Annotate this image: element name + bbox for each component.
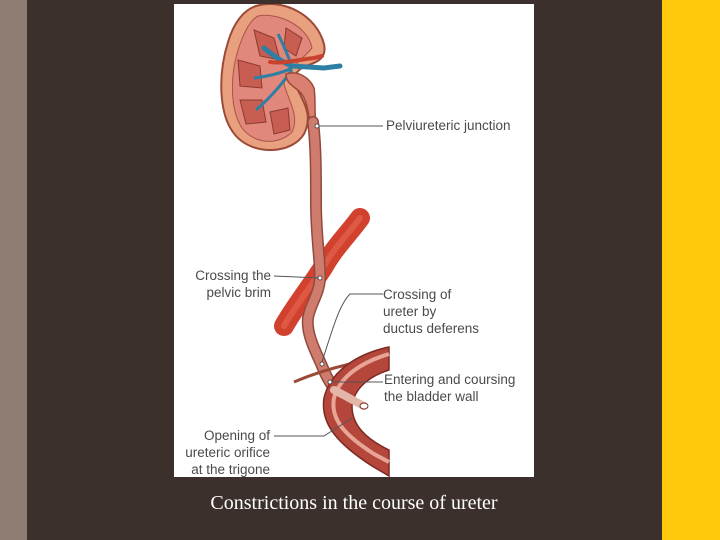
- label-opening-orifice-line3: at the trigone: [191, 462, 270, 477]
- label-entering-bladder-line2: the bladder wall: [384, 389, 479, 404]
- left-accent-strip: [0, 0, 27, 540]
- label-crossing-ductus-line1: Crossing of: [383, 287, 452, 302]
- constriction-markers: [314, 123, 333, 385]
- label-crossing-ductus-line2: ureter by: [383, 304, 437, 319]
- label-crossing-ductus-line3: ductus deferens: [383, 321, 480, 336]
- label-opening-orifice-line1: Opening of: [203, 428, 270, 443]
- anatomy-illustration: [220, 4, 390, 477]
- ductus-deferens: [293, 362, 351, 384]
- label-entering-bladder-line1: Entering and coursing: [384, 372, 516, 387]
- pointer-lines: [273, 125, 383, 437]
- label-crossing-pelvic-brim-line1: Crossing the: [195, 268, 271, 283]
- right-accent-strip: [662, 0, 720, 540]
- label-crossing-pelvic-brim-line2: pelvic brim: [206, 285, 271, 300]
- label-pelviureteric-junction: Pelviureteric junction: [386, 118, 511, 133]
- label-opening-orifice-line2: ureteric orifice: [185, 445, 270, 460]
- kidney: [220, 4, 343, 151]
- ureter-diagram: Pelviureteric junction Crossing the pelv…: [174, 4, 534, 477]
- bladder-wall: [322, 346, 390, 477]
- slide-caption: Constrictions in the course of ureter: [210, 492, 498, 514]
